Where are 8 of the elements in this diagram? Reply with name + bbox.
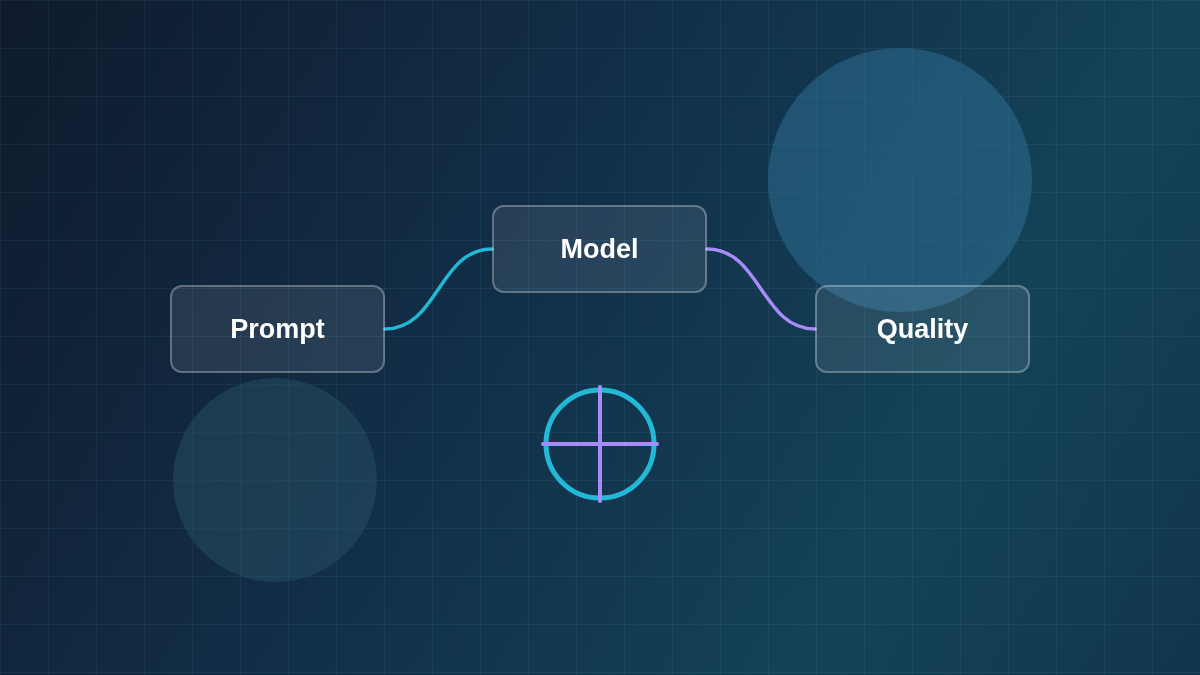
node-label: Prompt [230,312,325,346]
node-label: Model [560,232,639,266]
process-box [492,205,707,293]
process-box [815,285,1030,373]
connector-curve [705,247,817,331]
connector-curve [383,247,494,331]
process-box [170,285,385,373]
node-label: Quality [876,312,969,346]
